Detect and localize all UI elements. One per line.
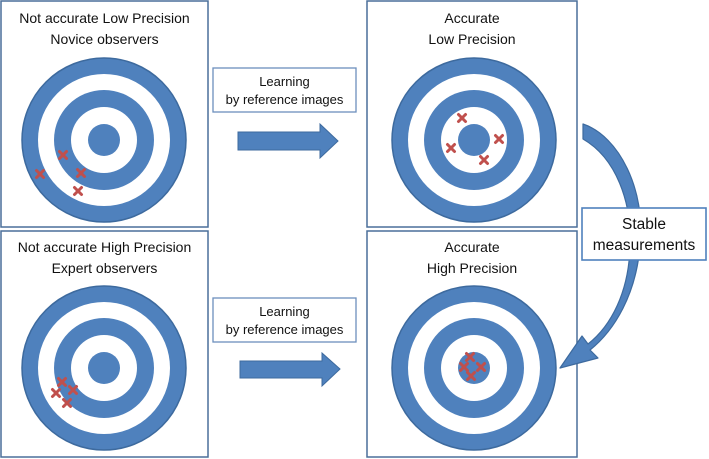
learning-connector-bottom: Learning by reference images [212, 297, 357, 388]
stable-measurements-line1: Stable [622, 216, 666, 233]
learning-connector-top: Learning by reference images [212, 67, 357, 160]
panel-bottom-left-title-line2: Expert observers [52, 260, 158, 276]
target-icon [391, 285, 557, 451]
learning-label-box-bottom [212, 297, 357, 343]
panel-bottom-right-title-line2: High Precision [427, 260, 517, 276]
learning-label-bottom-line1: Learning [259, 304, 310, 319]
learning-label-box-top [212, 67, 357, 113]
learning-label-top-line1: Learning [259, 74, 310, 89]
right-arrow-icon [237, 122, 339, 160]
panel-bottom-left: Not accurate High Precision Expert obser… [0, 230, 209, 458]
panel-top-right: Accurate Low Precision [366, 0, 578, 228]
panel-bottom-right-title-line1: Accurate [444, 239, 499, 255]
panel-bottom-left-title-line1: Not accurate High Precision [18, 239, 192, 255]
target-icon [391, 57, 557, 223]
panel-top-left-title-line2: Novice observers [50, 31, 158, 47]
panel-top-left: Not accurate Low Precision Novice observ… [0, 0, 209, 228]
stable-measurements-frame [581, 207, 707, 261]
curved-arrow-icon [559, 123, 642, 369]
panel-top-left-title-line1: Not accurate Low Precision [19, 10, 189, 26]
target-icon [21, 285, 187, 451]
panel-bottom-right: Accurate High Precision [366, 230, 578, 458]
target-icon [21, 57, 187, 223]
learning-label-top-line2: by reference images [226, 92, 344, 107]
panel-top-right-title-line1: Accurate [444, 10, 499, 26]
stable-measurements-line2: measurements [593, 237, 696, 254]
right-arrow-icon [239, 351, 341, 388]
panel-top-right-title-line2: Low Precision [428, 31, 515, 47]
learning-label-bottom-line2: by reference images [226, 322, 344, 337]
stable-measurements-box: Stable measurements [581, 207, 707, 261]
